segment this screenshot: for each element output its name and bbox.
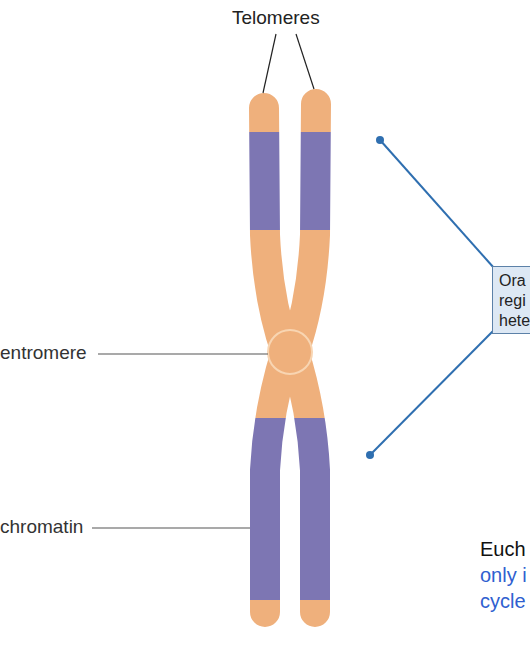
heterochromatin-band — [200, 80, 380, 640]
callout-line — [370, 330, 494, 455]
callout-text: Ora regi hete — [499, 271, 530, 331]
part-label: only i cycle — [480, 562, 530, 614]
part-label: Euch — [480, 536, 530, 562]
part-label: chromatin — [0, 515, 100, 540]
part-label: Telomeres — [232, 6, 352, 31]
callout-dot — [376, 136, 384, 144]
leader-line — [296, 34, 314, 89]
chromatids — [200, 80, 380, 640]
leader-line — [263, 34, 276, 93]
callout-box: Ora regi hete — [492, 266, 530, 334]
leader-line — [98, 353, 268, 354]
callout-dot — [366, 451, 374, 459]
euchromatin-band — [200, 418, 380, 600]
callout-line — [380, 140, 494, 268]
euchromatin-band — [200, 132, 380, 230]
leader-line — [92, 527, 250, 528]
centromere-circle — [268, 330, 312, 374]
part-label: entromere — [0, 341, 100, 366]
